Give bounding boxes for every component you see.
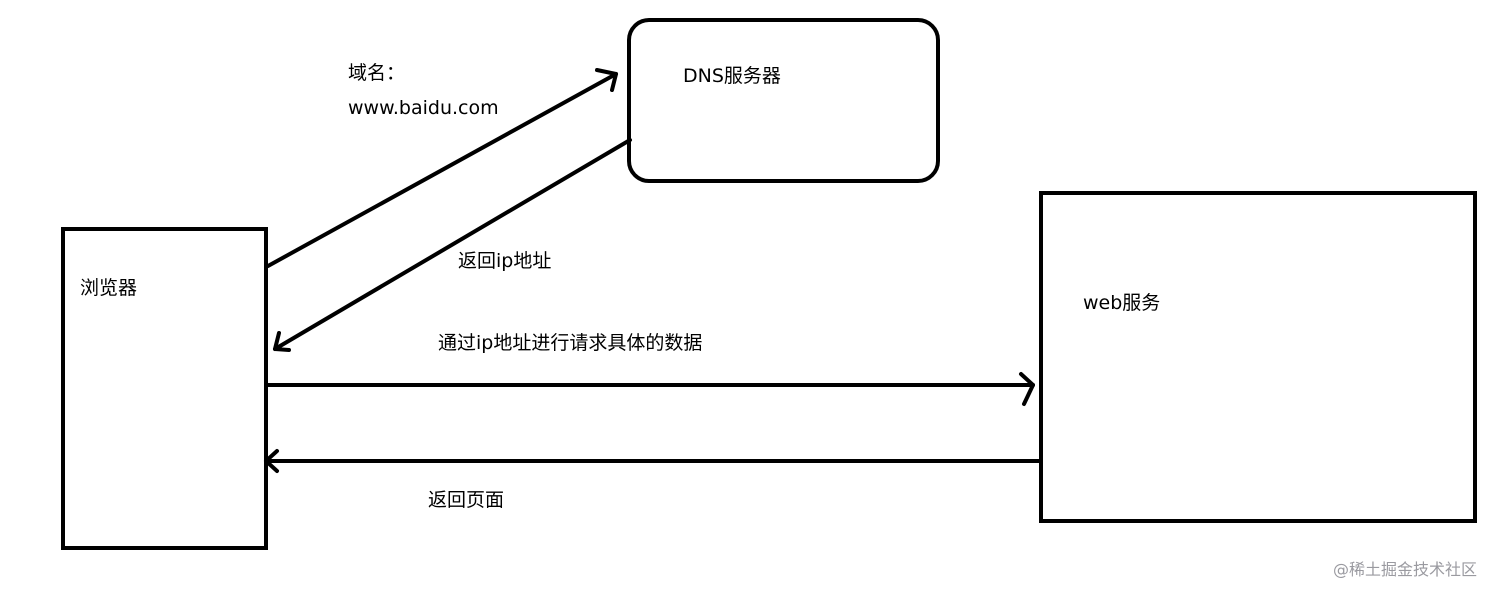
web-server-label: web服务	[1083, 292, 1161, 314]
data-request-label: 通过ip地址进行请求具体的数据	[438, 332, 703, 354]
page-return-arrow	[264, 449, 1042, 473]
dns-server-box	[627, 18, 940, 183]
page-return-label: 返回页面	[428, 489, 505, 511]
dns-server-label: DNS服务器	[683, 65, 781, 87]
web-server-box	[1039, 191, 1477, 523]
browser-label: 浏览器	[80, 277, 138, 299]
domain-url-label: www.baidu.com	[348, 97, 499, 119]
domain-label: 域名：	[348, 62, 406, 84]
data-request-arrow	[266, 372, 1035, 406]
ip-return-label: 返回ip地址	[458, 250, 552, 272]
browser-box	[61, 227, 268, 550]
ip-return-arrow	[273, 138, 632, 352]
domain-query-arrow	[266, 68, 618, 268]
watermark: @稀土掘金技术社区	[1333, 560, 1478, 579]
